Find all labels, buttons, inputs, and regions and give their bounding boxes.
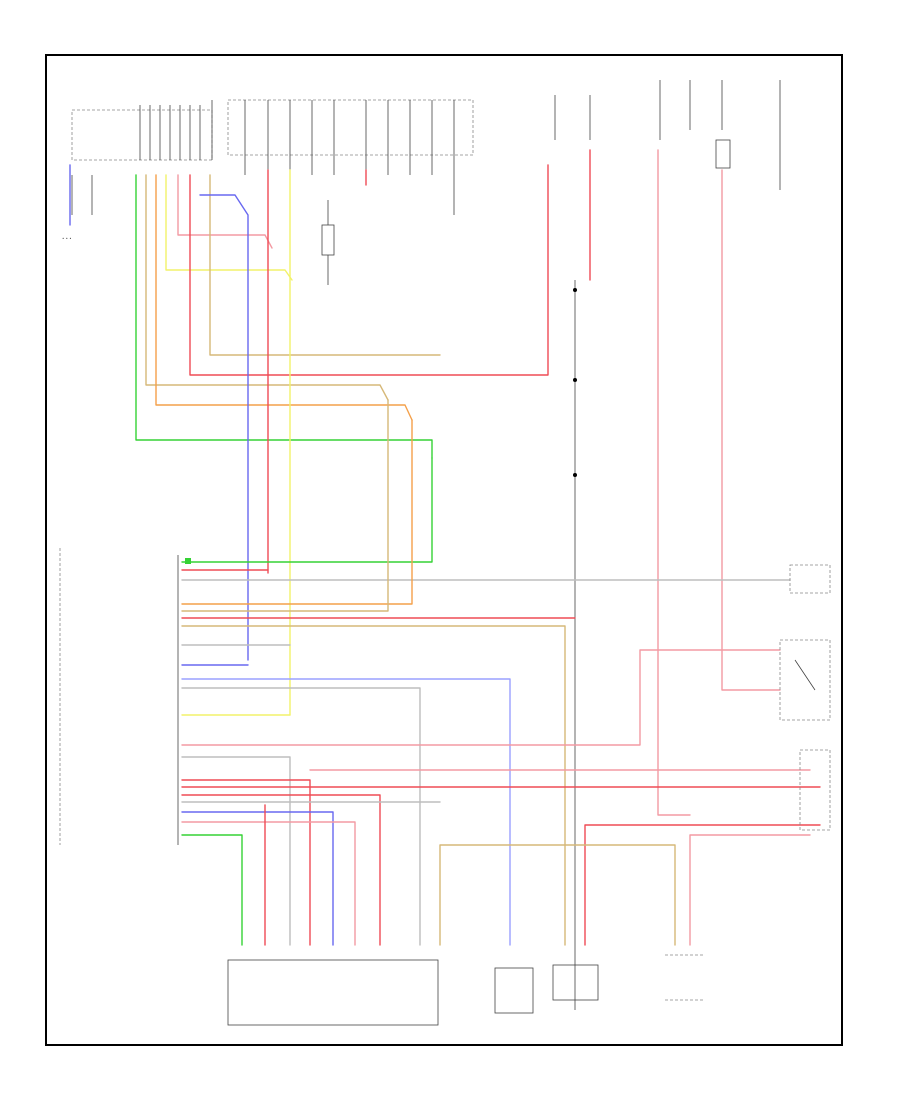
yellow-wire-1 xyxy=(165,174,293,281)
ecu-tan-2 xyxy=(181,625,566,946)
top-middle-connector xyxy=(227,99,474,285)
ecu-gray-4 xyxy=(181,756,291,946)
bottom-right-module xyxy=(552,964,599,1001)
tan-wire-2 xyxy=(209,174,441,356)
ecu-tan-3 xyxy=(439,844,676,946)
upper-wires xyxy=(135,149,781,816)
diagram-frame xyxy=(45,54,843,1046)
pink-wire-1 xyxy=(177,174,273,249)
orange-wire-1 xyxy=(155,174,413,421)
ecu-red-3 xyxy=(181,779,311,946)
ground-label: • • • xyxy=(62,236,72,241)
ecu-pin-markers xyxy=(185,558,191,564)
ecu-blue-2 xyxy=(181,678,511,946)
green-wire-1 xyxy=(135,174,433,459)
ecu-wires xyxy=(181,399,821,946)
right-relay xyxy=(779,564,831,831)
pink-wire-3 xyxy=(721,169,781,691)
ecu-red-5 xyxy=(181,794,381,946)
ecu-tan-1 xyxy=(181,399,389,612)
ecu-pink-2 xyxy=(181,821,356,946)
tan-wire-1 xyxy=(145,174,389,401)
blue-wire-1 xyxy=(199,194,249,661)
top-left-connector: • • • xyxy=(62,100,213,241)
ecu-orange-1 xyxy=(181,419,413,605)
ecu-green-2 xyxy=(181,834,243,946)
ecu-blue-3 xyxy=(181,811,334,946)
top-right-supplies xyxy=(554,80,781,190)
resistor-component xyxy=(321,224,335,256)
pink-wire-2 xyxy=(657,149,691,816)
ecu-gray-3 xyxy=(181,687,421,946)
fuse-right xyxy=(715,139,731,169)
switch-chain xyxy=(573,280,577,1010)
bottom-left-module xyxy=(227,959,439,1026)
ecu-red-6 xyxy=(584,824,821,946)
ecu-connector xyxy=(59,548,179,845)
ecu-pink-1 xyxy=(181,649,781,746)
bottom-mid-module xyxy=(494,967,534,1014)
ecu-green-1 xyxy=(181,457,433,563)
ecu-pink-4 xyxy=(689,834,811,946)
bottom-components xyxy=(227,954,705,1026)
red-wire-1 xyxy=(189,164,549,376)
